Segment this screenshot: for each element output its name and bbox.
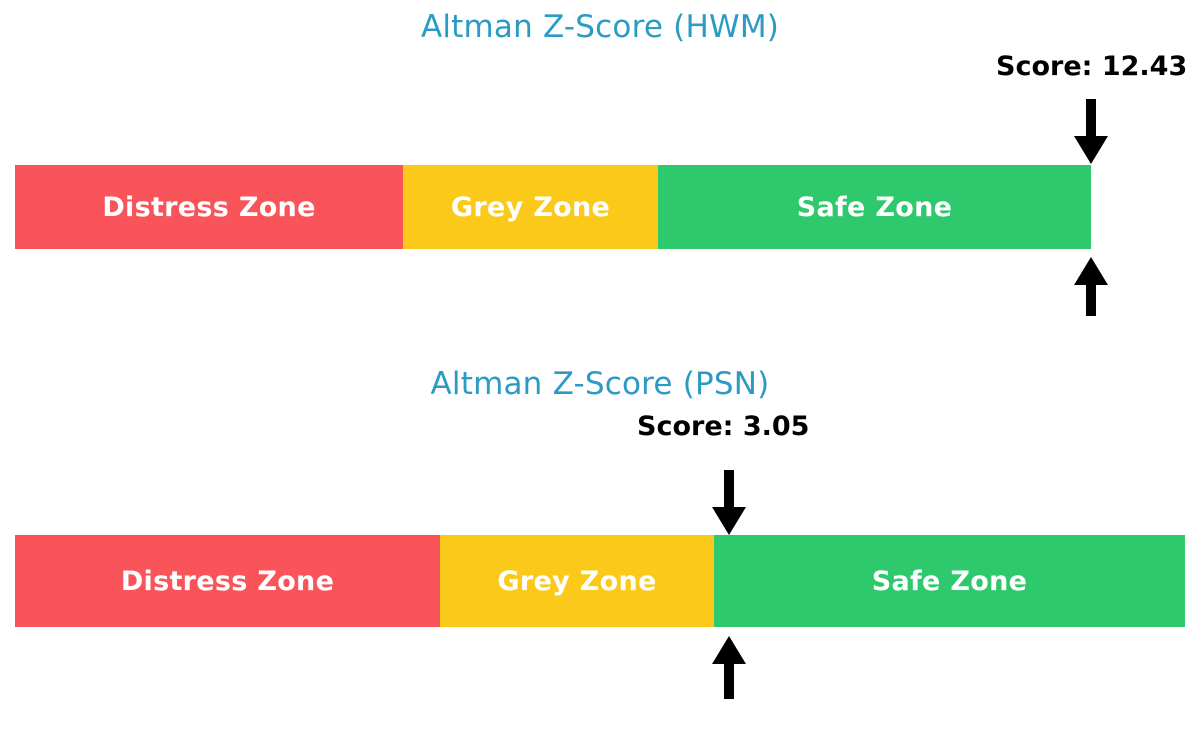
zone-grey-psn: Grey Zone [440, 535, 714, 627]
zone-label: Safe Zone [871, 565, 1028, 597]
arrow-down-icon [1068, 99, 1114, 165]
arrow-up-icon [706, 636, 752, 700]
arrow-down-icon [706, 470, 752, 536]
zone-safe-psn: Safe Zone [714, 535, 1185, 627]
zone-label: Grey Zone [497, 565, 657, 597]
zone-label: Grey Zone [450, 191, 611, 223]
zone-bar-psn: Distress Zone Grey Zone Safe Zone [15, 535, 1185, 627]
page-title-psn: Altman Z-Score (PSN) [430, 366, 770, 402]
zone-distress-hwm: Distress Zone [15, 165, 403, 249]
zone-label: Distress Zone [102, 191, 316, 223]
zone-distress-psn: Distress Zone [15, 535, 440, 627]
zone-bar-hwm: Distress Zone Grey Zone Safe Zone [15, 165, 1091, 249]
zone-grey-hwm: Grey Zone [403, 165, 658, 249]
score-label-psn: Score: 3.05 [637, 411, 810, 442]
zone-label: Distress Zone [120, 565, 335, 597]
zone-label: Safe Zone [796, 191, 953, 223]
score-label-hwm: Score: 12.43 [996, 51, 1188, 82]
zone-safe-hwm: Safe Zone [658, 165, 1091, 249]
arrow-up-icon [1068, 257, 1114, 317]
page-title-hwm: Altman Z-Score (HWM) [420, 9, 780, 45]
